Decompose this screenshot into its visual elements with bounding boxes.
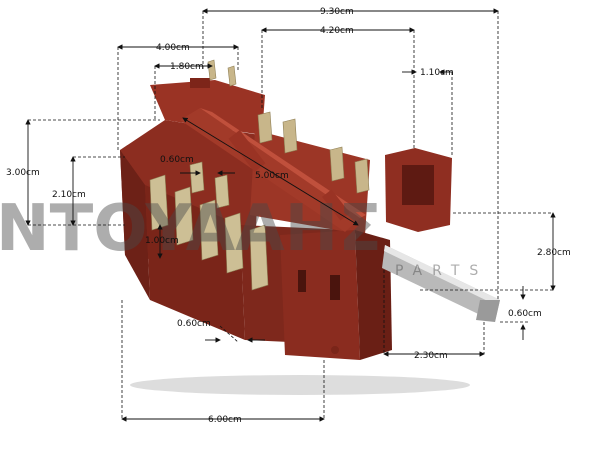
dim-top-width: 4.00cm bbox=[156, 43, 190, 53]
watermark-sub-text: PARTS bbox=[395, 263, 488, 279]
dim-base-width: 6.00cm bbox=[208, 415, 242, 425]
dimension-annotations: 9.30cm 4.00cm 1.80cm 4.20cm 1.10cm 3.00c… bbox=[6, 7, 571, 425]
dim-mid-height: 2.10cm bbox=[52, 190, 86, 200]
watermark-main-text: NTOYAAHΣ bbox=[0, 192, 382, 266]
dim-bottom-gap: 0.60cm bbox=[177, 319, 211, 329]
dim-terminal-pitch: 1.80cm bbox=[170, 62, 204, 72]
dim-inner-gap: 0.60cm bbox=[160, 155, 194, 165]
dim-bracket-width: 1.10cm bbox=[420, 68, 454, 78]
dim-body-width: 4.20cm bbox=[320, 26, 354, 36]
dim-total-height: 3.00cm bbox=[6, 168, 40, 178]
dim-diagonal: 5.00cm bbox=[255, 171, 289, 181]
dim-shaft-height: 2.80cm bbox=[537, 248, 571, 258]
dim-shaft-length: 2.30cm bbox=[414, 351, 448, 361]
dim-shaft-tip: 0.60cm bbox=[508, 309, 542, 319]
dim-small-gap: 1.00cm bbox=[145, 236, 179, 246]
housing-front-block bbox=[280, 230, 360, 360]
dim-overall-width: 9.30cm bbox=[320, 7, 354, 17]
